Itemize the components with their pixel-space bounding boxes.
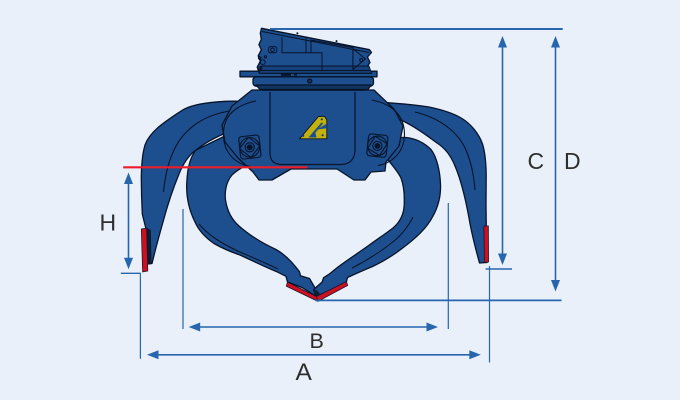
svg-text:H: H — [100, 210, 117, 236]
svg-text:B: B — [310, 329, 324, 353]
svg-text:A: A — [296, 359, 313, 386]
svg-text:D: D — [564, 148, 581, 174]
svg-text:C: C — [528, 148, 545, 174]
